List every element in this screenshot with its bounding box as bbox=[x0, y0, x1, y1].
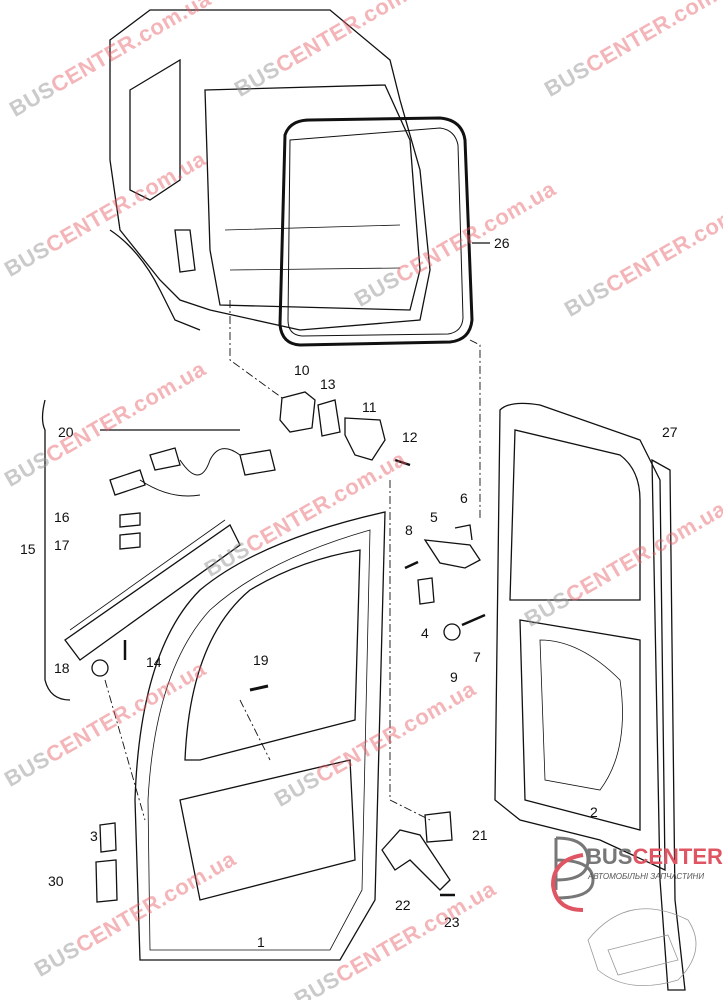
part-label-1: 1 bbox=[257, 934, 265, 950]
part-label-11: 11 bbox=[362, 399, 377, 415]
part-label-20: 20 bbox=[58, 424, 74, 440]
part-label-2: 2 bbox=[590, 804, 598, 820]
left-door bbox=[95, 511, 455, 961]
part-label-18: 18 bbox=[54, 660, 70, 676]
hinge-parts bbox=[279, 391, 486, 641]
part-label-16: 16 bbox=[54, 509, 70, 525]
van-body bbox=[109, 9, 431, 331]
part-label-30: 30 bbox=[48, 873, 64, 889]
part-label-21: 21 bbox=[472, 827, 488, 843]
part-label-26: 26 bbox=[494, 235, 510, 251]
part-label-6: 6 bbox=[460, 490, 468, 506]
buscenter-logo: BUSCENTER АВТОМОБІЛЬНІ ЗАПЧАСТИНИ bbox=[548, 830, 723, 1000]
part-label-19: 19 bbox=[253, 652, 269, 668]
part-label-17: 17 bbox=[54, 537, 70, 553]
handle-assembly bbox=[41, 399, 276, 701]
door-seal bbox=[278, 116, 490, 347]
part-label-14: 14 bbox=[146, 654, 162, 670]
logo-mark bbox=[550, 836, 697, 986]
part-label-12: 12 bbox=[402, 429, 418, 445]
part-label-13: 13 bbox=[320, 376, 336, 392]
part-label-27: 27 bbox=[662, 424, 678, 440]
guide-lines bbox=[104, 300, 481, 821]
part-label-22: 22 bbox=[395, 897, 411, 913]
logo-tagline: АВТОМОБІЛЬНІ ЗАПЧАСТИНИ bbox=[588, 872, 705, 881]
part-label-4: 4 bbox=[421, 625, 429, 641]
right-door bbox=[494, 402, 686, 991]
logo-name: BUSCENTER bbox=[586, 844, 723, 869]
part-label-8: 8 bbox=[405, 522, 413, 538]
part-label-9: 9 bbox=[450, 669, 458, 685]
part-label-3: 3 bbox=[90, 828, 98, 844]
part-label-7: 7 bbox=[473, 649, 481, 665]
part-label-5: 5 bbox=[430, 509, 438, 525]
part-label-23: 23 bbox=[444, 914, 460, 930]
part-label-10: 10 bbox=[294, 362, 310, 378]
part-label-15: 15 bbox=[20, 541, 36, 557]
